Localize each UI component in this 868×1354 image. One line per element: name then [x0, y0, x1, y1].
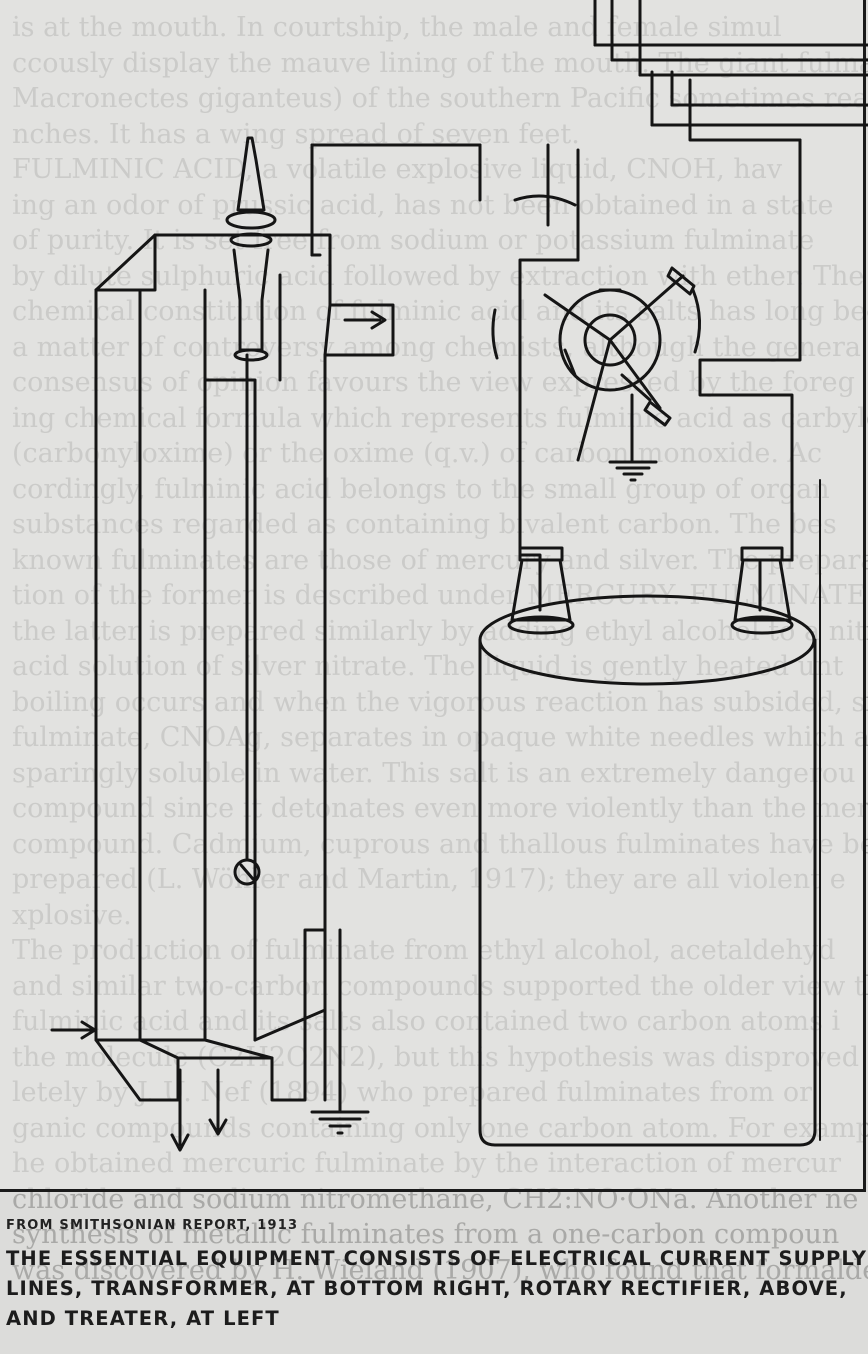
ground-symbol-treater: [310, 928, 370, 1135]
figure-credit: FROM SMITHSONIAN REPORT, 1913: [6, 1218, 299, 1233]
transformer: [478, 479, 821, 1147]
figure-caption: THE ESSENTIAL EQUIPMENT CONSISTS OF ELEC…: [6, 1244, 868, 1334]
caption-line: LINES, TRANSFORMER, AT BOTTOM RIGHT, ROT…: [6, 1277, 848, 1300]
insulator-bushing: [225, 136, 277, 362]
figure-frame: [0, 0, 866, 1192]
background-text-line: was discovered by H. Wieland (1907), who…: [12, 1254, 868, 1286]
discharge-electrode: [233, 353, 261, 886]
treater-feed-wire: [310, 143, 550, 257]
background-text-line: synthesis of metallic fulminates from a …: [12, 1219, 840, 1250]
rotary-rectifier: [491, 194, 702, 462]
caption-line: AND TREATER, AT LEFT: [6, 1307, 280, 1330]
ground-symbol-rectifier: [608, 393, 658, 482]
electrical-precipitator-diagram: [50, 0, 868, 1152]
gas-flow-arrows: [50, 310, 387, 1152]
treater-housing: [94, 233, 395, 1102]
caption-line: THE ESSENTIAL EQUIPMENT CONSISTS OF ELEC…: [6, 1247, 868, 1270]
supply-lines: [593, 0, 868, 127]
